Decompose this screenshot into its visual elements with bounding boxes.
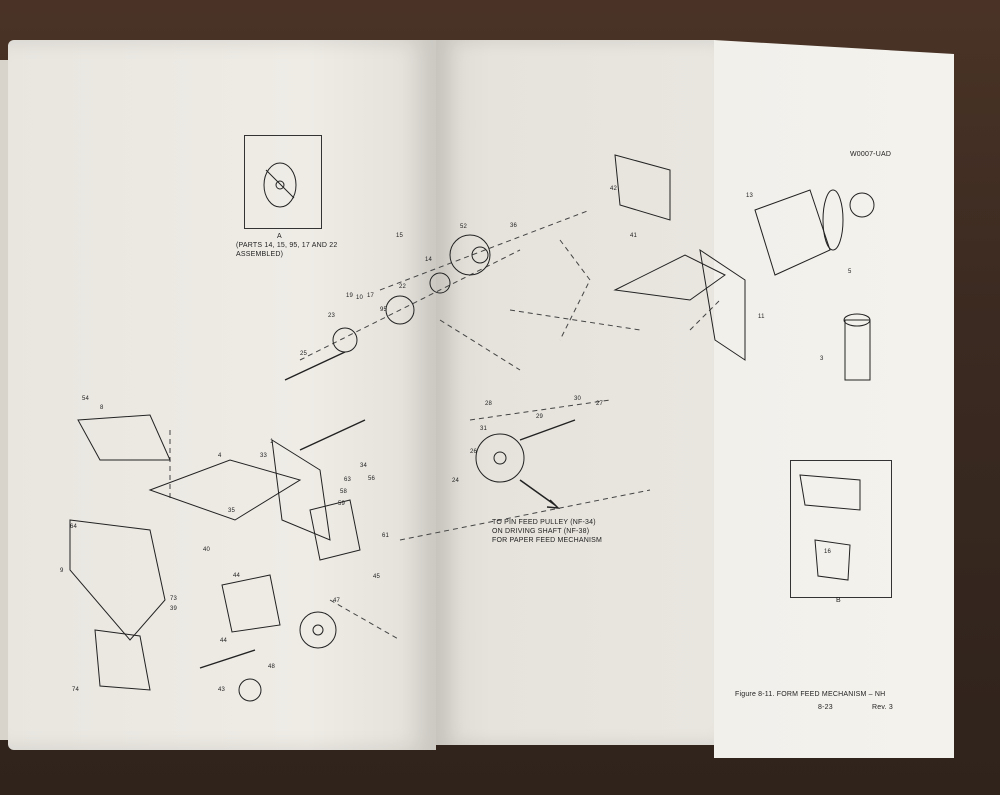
part-number: 73 bbox=[170, 596, 178, 602]
figure-caption: Figure 8-11. FORM FEED MECHANISM – NH bbox=[735, 691, 886, 698]
part-number: 25 bbox=[300, 351, 308, 357]
part-number: 10 bbox=[356, 295, 364, 301]
annotation-line1: TO PIN FEED PULLEY (NF-34) bbox=[492, 519, 596, 526]
part-number: 24 bbox=[452, 478, 460, 484]
part-number: 33 bbox=[260, 453, 268, 459]
part-number: 42 bbox=[610, 186, 618, 192]
part-number: 11 bbox=[758, 314, 765, 320]
part-number: 52 bbox=[460, 224, 468, 230]
page-number: 8-23 bbox=[818, 704, 833, 711]
part-number: 31 bbox=[480, 426, 488, 432]
annotation-line3: FOR PAPER FEED MECHANISM bbox=[492, 537, 603, 544]
part-number: 63 bbox=[344, 477, 352, 483]
part-number: 14 bbox=[425, 257, 433, 263]
part-number: 36 bbox=[510, 223, 518, 229]
part-number: 45 bbox=[373, 574, 381, 580]
detail-a-caption-line1: (PARTS 14, 15, 95, 17 AND 22 bbox=[236, 242, 338, 249]
annotation-arrow bbox=[519, 479, 560, 509]
right-page bbox=[436, 40, 714, 745]
part-number: 27 bbox=[596, 401, 604, 407]
brackets bbox=[69, 154, 861, 691]
part-number: 39 bbox=[170, 606, 178, 612]
detail-a-caption-line2: ASSEMBLED) bbox=[236, 251, 284, 258]
part-number: 28 bbox=[485, 401, 493, 407]
part-number: 95 bbox=[380, 307, 388, 313]
part-number: 29 bbox=[536, 414, 544, 420]
detail-a-letter: A bbox=[277, 233, 282, 240]
part-number: 64 bbox=[70, 524, 78, 530]
gears bbox=[238, 234, 525, 702]
detail-b-frame bbox=[790, 460, 892, 598]
left-page bbox=[8, 40, 436, 750]
part-number: 22 bbox=[399, 284, 407, 290]
part-number: 3 bbox=[820, 356, 824, 362]
part-number: 47 bbox=[333, 598, 341, 604]
part-number: 40 bbox=[203, 547, 211, 553]
part-number: 61 bbox=[382, 533, 390, 539]
detail-a-frame bbox=[244, 135, 322, 229]
part-number: 44 bbox=[220, 638, 228, 644]
part-number: 34 bbox=[360, 463, 368, 469]
part-number: 26 bbox=[470, 449, 478, 455]
part-number: 8 bbox=[100, 405, 104, 411]
part-number: 30 bbox=[574, 396, 582, 402]
part-number: 4 bbox=[218, 453, 222, 459]
drawing-id: W0007-UAD bbox=[850, 151, 892, 158]
part-number: 15 bbox=[396, 233, 404, 239]
motor-assembly bbox=[754, 189, 875, 381]
assembly-centerlines bbox=[169, 209, 721, 641]
part-number: 13 bbox=[746, 193, 754, 199]
part-number: 5 bbox=[848, 269, 852, 275]
shafts bbox=[199, 351, 576, 669]
part-number: 74 bbox=[72, 687, 80, 693]
part-number: 17 bbox=[367, 293, 375, 299]
revision: Rev. 3 bbox=[872, 704, 893, 711]
part-number: 58 bbox=[340, 489, 348, 495]
part-number: 41 bbox=[630, 233, 638, 239]
part-number: 48 bbox=[268, 664, 276, 670]
part-number: 35 bbox=[228, 508, 236, 514]
part-number: 59 bbox=[338, 501, 346, 507]
annotation-line2: ON DRIVING SHAFT (NF-38) bbox=[492, 528, 590, 535]
part-number: 44 bbox=[233, 573, 241, 579]
part-number: 43 bbox=[218, 687, 226, 693]
part-number: 16 bbox=[824, 549, 832, 555]
detail-a-sketch bbox=[263, 162, 297, 208]
part-number: 1 bbox=[270, 439, 274, 445]
foldout-page bbox=[714, 40, 954, 758]
part-number: 9 bbox=[60, 568, 64, 574]
part-number: 54 bbox=[82, 396, 90, 402]
detail-b-letter: B bbox=[836, 597, 841, 604]
part-number: 23 bbox=[328, 313, 336, 319]
part-number: 56 bbox=[368, 476, 376, 482]
part-number: 19 bbox=[346, 293, 354, 299]
